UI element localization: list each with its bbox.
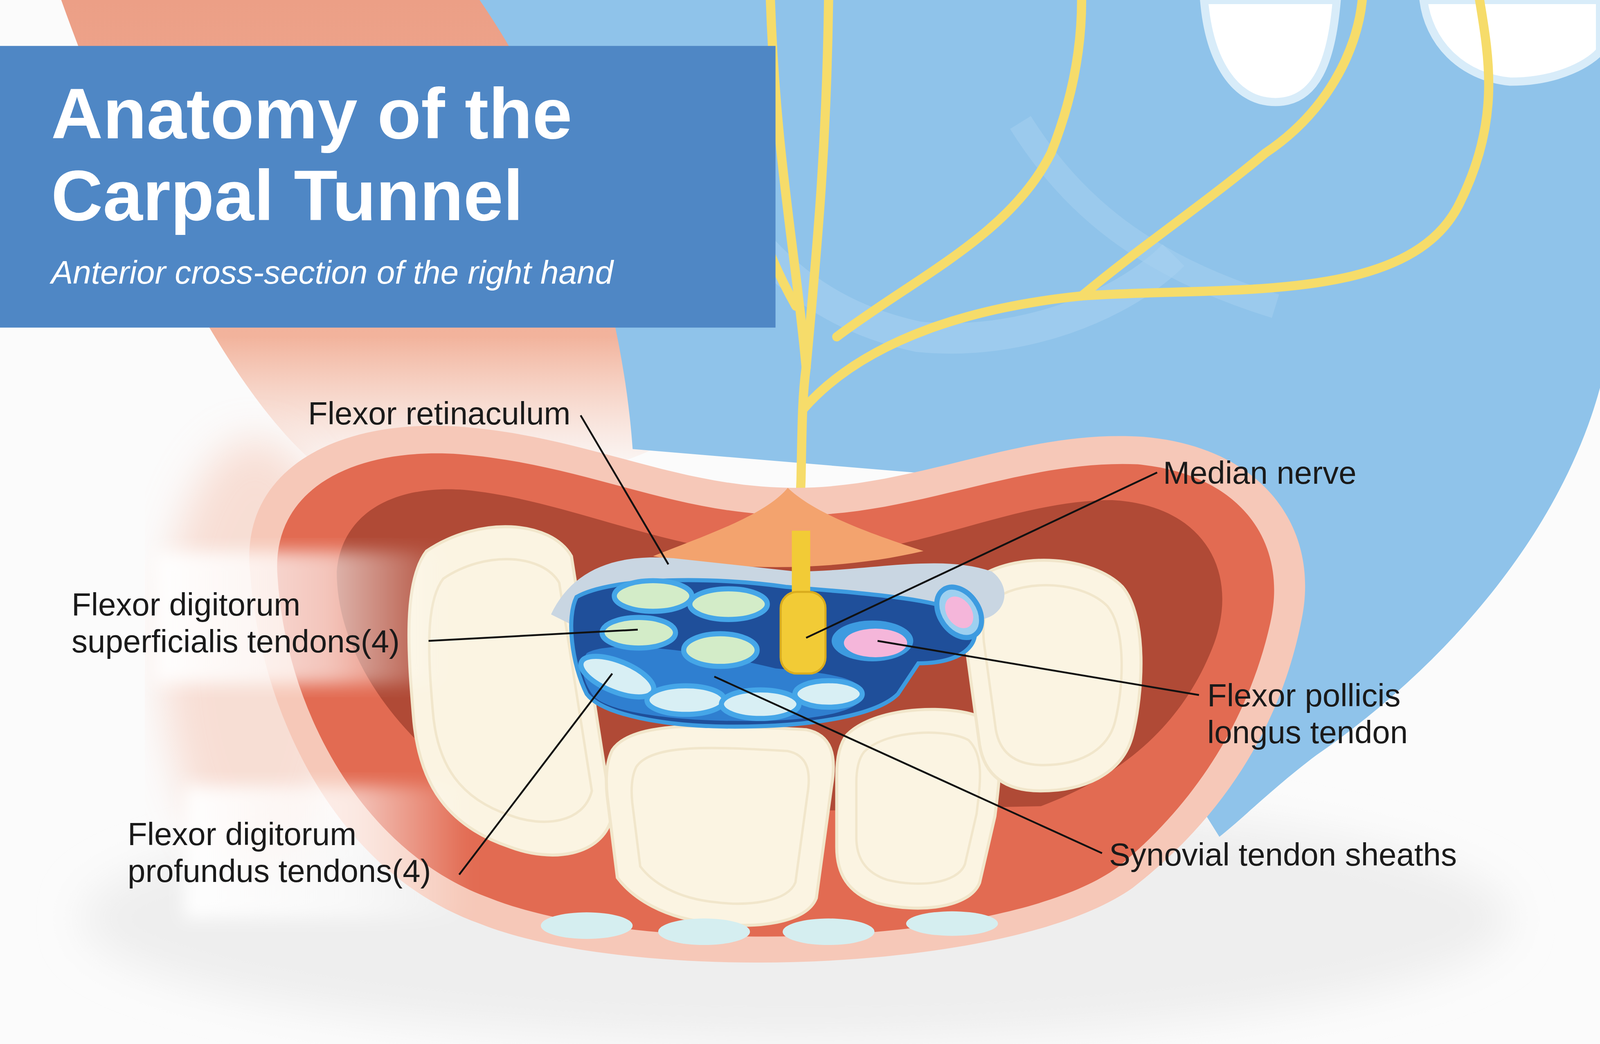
extensor-tendons — [540, 911, 633, 939]
nerve-branches — [770, 0, 806, 368]
carpal-bones — [631, 747, 809, 904]
part-label: Median nerve — [1163, 454, 1357, 491]
carpal-bones — [836, 708, 1000, 908]
superficialis-tendons — [689, 588, 768, 620]
part-label: Flexor digitorum profundus tendons(4) — [127, 815, 465, 889]
fpl-sheath — [831, 620, 914, 662]
finger-gap — [1423, 0, 1600, 82]
profundus-tendons — [794, 680, 863, 707]
fcr-tendon — [939, 590, 980, 634]
leader-lines — [428, 415, 1200, 875]
leader-lines — [459, 673, 613, 875]
fpl-tendon — [843, 628, 908, 658]
carpal-bones — [606, 725, 834, 926]
profundus-tendons — [721, 689, 799, 719]
extensor-tendons — [782, 918, 875, 945]
superficialis-tendons — [614, 580, 693, 612]
nerve-branches — [805, 0, 829, 368]
leader-lines — [428, 629, 638, 641]
extensor-tendons — [906, 911, 998, 936]
extensor-tendons — [658, 918, 750, 945]
leader-lines — [580, 415, 669, 565]
part-label: Synovial tendon sheaths — [1109, 835, 1457, 873]
title: Anatomy of the Carpal Tunnel — [51, 72, 715, 237]
leader-lines — [714, 676, 1103, 853]
carpal-bones — [856, 732, 980, 884]
median-nerve-stalk — [792, 530, 811, 597]
hand-shading — [1020, 122, 1276, 307]
nerve-branches — [1081, 0, 1363, 296]
tunnel-sheath — [571, 579, 975, 727]
part-label: Flexor pollicis longus tendon — [1207, 676, 1453, 751]
extensor-tendons — [540, 911, 998, 945]
palmar-fat — [652, 487, 924, 568]
finger-gap — [1203, 0, 1337, 102]
leader-lines — [805, 472, 1157, 638]
part-label: Flexor retinaculum — [308, 394, 571, 432]
profundus-tendons — [646, 685, 725, 715]
nerve-branches — [803, 0, 1489, 408]
caption: Anterior cross-section of the right hand — [51, 252, 614, 293]
superficialis-tendons — [602, 617, 676, 649]
nerve-branches — [836, 0, 1082, 337]
part-label: Flexor digitorum superficialis tendons(4… — [71, 585, 439, 660]
superficialis-tendons — [602, 580, 768, 667]
carpal-bones — [409, 526, 1141, 925]
carpal-bones — [983, 585, 1122, 766]
fcr-sheath — [927, 578, 991, 646]
title-panel — [0, 45, 776, 328]
leader-lines — [877, 640, 1200, 695]
haze — [183, 785, 470, 919]
superficialis-tendons — [683, 633, 758, 667]
